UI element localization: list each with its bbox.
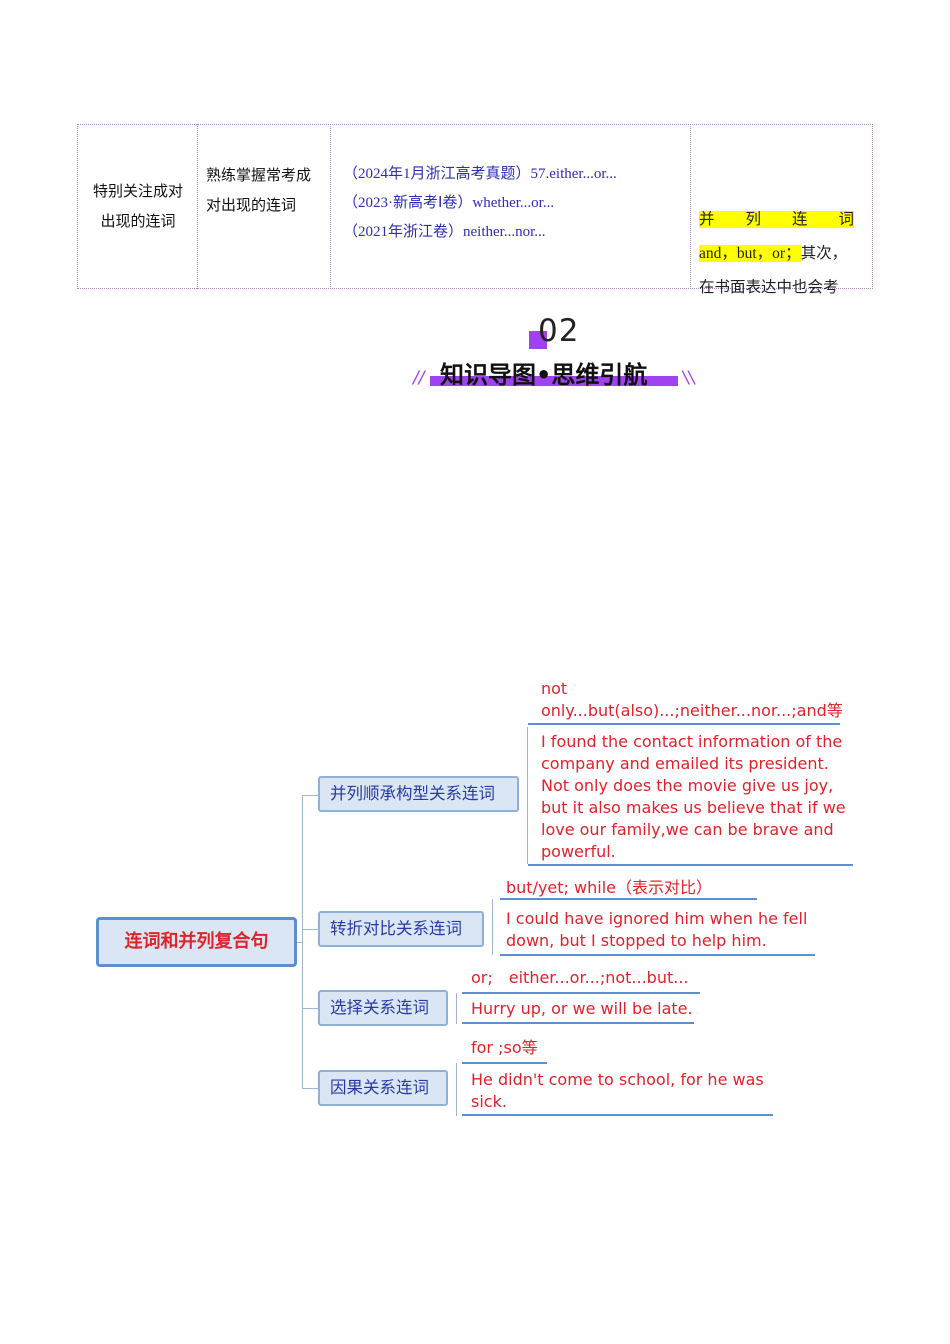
exam-table <box>77 124 873 289</box>
note-text: 其次， <box>800 245 848 262</box>
number-decoration <box>529 331 547 349</box>
connector-line <box>302 929 318 930</box>
title-underline-decoration <box>430 376 678 386</box>
table-cell-note-3: 在书面表达中也会考 <box>699 279 839 296</box>
leaf-underline <box>462 1022 694 1024</box>
leaf-example: I found the contact information of the c… <box>541 731 846 863</box>
branch-alternative: 选择关系连词 <box>318 990 448 1026</box>
leaf-header: for ;so等 <box>471 1038 538 1057</box>
leaf-bracket <box>456 993 457 1024</box>
slash-decoration-right: // <box>683 368 695 388</box>
connector-line <box>297 942 303 943</box>
leaf-underline <box>500 898 757 900</box>
leaf-header: or; either...or...;not...but... <box>471 968 689 987</box>
leaf-header: not only...but(also)...;neither...nor...;… <box>541 678 843 722</box>
table-cell-goal: 熟练掌握常考成对出现的连词 <box>206 166 312 214</box>
section-title: 知识导图•思维引航 <box>440 361 648 389</box>
leaf-underline <box>528 864 853 866</box>
leaf-bracket <box>456 1063 457 1116</box>
table-divider <box>330 124 331 289</box>
table-divider <box>690 124 691 289</box>
table-divider <box>197 124 198 289</box>
leaf-text: only...but(also)...;neither...nor...;and… <box>541 701 843 720</box>
leaf-text: I could have ignored him when he fell <box>506 909 808 928</box>
leaf-text: Not only does the movie give us joy, <box>541 776 834 795</box>
leaf-bracket <box>527 727 528 864</box>
table-cell-exam-1: （2024年1月浙江高考真题）57.either...or... <box>343 166 617 182</box>
highlight-text: 并 列 连 词 <box>699 211 855 228</box>
table-cell-exam-2: （2023·新高考Ⅰ卷）whether...or... <box>343 195 555 211</box>
leaf-text: sick. <box>471 1092 507 1111</box>
leaf-text: I found the contact information of the <box>541 732 843 751</box>
table-cell-note-1: 并 列 连 词 <box>699 205 855 235</box>
mindmap-root: 连词和并列复合句 <box>96 917 297 967</box>
branch-coordinate: 并列顺承构型关系连词 <box>318 776 519 812</box>
leaf-text: down, but I stopped to help him. <box>506 931 767 950</box>
table-cell-note-2: and，but，or；其次， <box>699 239 847 269</box>
leaf-text: powerful. <box>541 842 616 861</box>
connector-line <box>302 1088 318 1089</box>
leaf-bracket <box>492 899 493 955</box>
leaf-underline <box>528 723 840 725</box>
leaf-example: He didn't come to school, for he was sic… <box>471 1069 764 1113</box>
leaf-text: but it also makes us believe that if we <box>541 798 846 817</box>
branch-causal: 因果关系连词 <box>318 1070 448 1106</box>
leaf-underline <box>500 954 815 956</box>
leaf-text: not <box>541 679 568 698</box>
connector-line <box>302 1008 318 1009</box>
slash-decoration-left: // <box>413 368 425 388</box>
leaf-underline <box>462 992 700 994</box>
leaf-header: but/yet; while（表示对比） <box>506 878 712 897</box>
leaf-example: I could have ignored him when he fell do… <box>506 908 807 952</box>
section-number: 02 <box>538 313 580 349</box>
leaf-text: company and emailed its president. <box>541 754 829 773</box>
leaf-example: Hurry up, or we will be late. <box>471 999 693 1018</box>
leaf-underline <box>462 1062 547 1064</box>
leaf-underline <box>462 1114 773 1116</box>
leaf-text: He didn't come to school, for he was <box>471 1070 764 1089</box>
table-cell-topic: 特别关注成对出现的连词 <box>92 182 183 230</box>
table-cell-exam-3: （2021年浙江卷）neither...nor... <box>343 224 546 240</box>
connector-line <box>302 795 318 796</box>
branch-adversative: 转折对比关系连词 <box>318 911 484 947</box>
leaf-text: love our family,we can be brave and <box>541 820 834 839</box>
highlight-text: and，but，or； <box>699 245 801 262</box>
